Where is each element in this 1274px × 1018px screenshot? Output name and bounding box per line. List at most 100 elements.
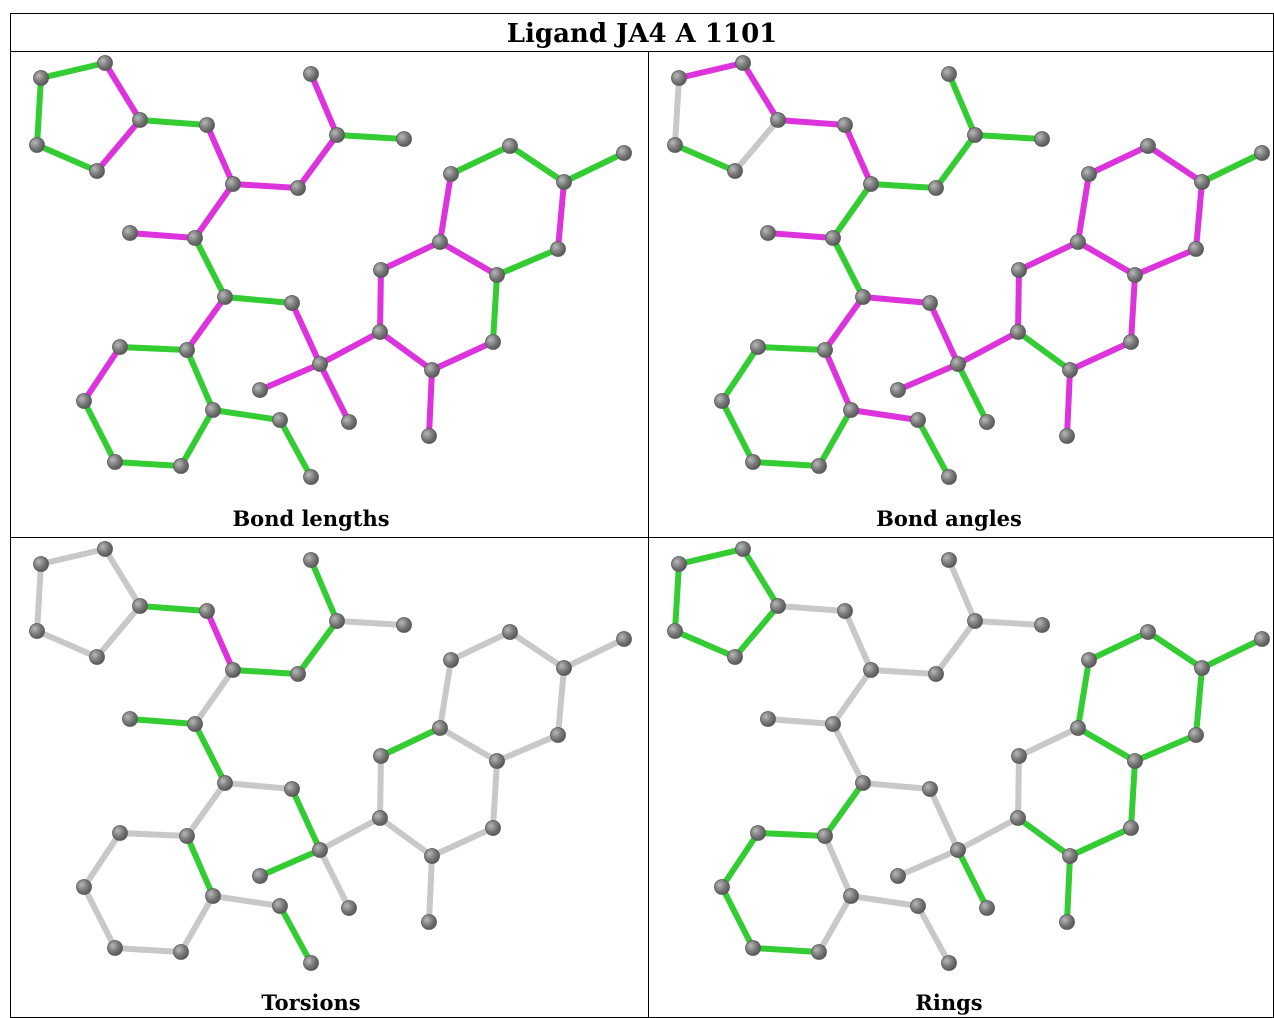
atom xyxy=(1127,267,1143,283)
atom xyxy=(910,898,926,914)
bond xyxy=(555,179,567,252)
bond xyxy=(178,893,216,955)
bond xyxy=(775,603,848,614)
bond xyxy=(816,893,854,955)
atom xyxy=(502,138,518,154)
bond xyxy=(822,347,854,413)
bond xyxy=(822,780,866,839)
bond xyxy=(816,407,854,469)
panel-caption-torsions: Torsions xyxy=(261,990,360,1015)
atom xyxy=(329,127,345,143)
atom xyxy=(837,603,853,619)
bond xyxy=(257,361,323,393)
atom xyxy=(443,652,459,668)
bond xyxy=(204,608,236,673)
atom xyxy=(485,820,501,836)
bond xyxy=(222,294,295,306)
atom xyxy=(825,230,841,246)
panel-caption-rings: Rings xyxy=(915,990,982,1015)
atom xyxy=(89,163,105,179)
atom xyxy=(1059,914,1075,930)
atom xyxy=(863,662,879,678)
atom xyxy=(272,898,288,914)
bond xyxy=(895,361,961,393)
panel-caption-bond-lengths: Bond lengths xyxy=(232,506,389,531)
bond xyxy=(289,786,323,853)
bond xyxy=(137,117,210,128)
atom xyxy=(372,810,388,826)
atom xyxy=(941,552,957,568)
bond xyxy=(210,407,283,423)
bond xyxy=(740,546,781,609)
bond xyxy=(842,608,874,673)
bond xyxy=(672,628,738,660)
atom xyxy=(1140,624,1156,640)
bond xyxy=(1193,179,1205,252)
bond xyxy=(1064,367,1073,439)
atom xyxy=(443,166,459,182)
atom xyxy=(556,660,572,676)
bond xyxy=(192,235,228,300)
bond xyxy=(676,546,746,567)
bond xyxy=(955,815,1021,853)
atom xyxy=(29,623,45,639)
bond xyxy=(955,329,1021,367)
bond xyxy=(765,230,836,241)
bond xyxy=(102,60,143,123)
panel-torsions: Torsions xyxy=(29,541,632,1015)
atom xyxy=(489,267,505,283)
bond xyxy=(750,459,822,469)
atom xyxy=(303,66,319,82)
atom xyxy=(225,176,241,192)
bond xyxy=(437,657,454,731)
atom xyxy=(817,828,833,844)
panel-bond-angles: Bond angles xyxy=(667,55,1270,531)
atom xyxy=(76,393,92,409)
bond xyxy=(334,132,407,142)
atom xyxy=(671,556,687,572)
bond xyxy=(848,407,921,423)
atom xyxy=(922,781,938,797)
bond xyxy=(830,667,874,727)
atom xyxy=(979,414,995,430)
bond xyxy=(377,329,435,373)
atom xyxy=(272,412,288,428)
atom xyxy=(727,649,743,665)
atom xyxy=(735,55,751,71)
panel-bond-lengths: Bond lengths xyxy=(29,55,632,531)
bond xyxy=(334,618,407,628)
bond xyxy=(81,884,118,951)
bond xyxy=(317,847,352,911)
bond xyxy=(830,181,874,241)
atom xyxy=(312,842,328,858)
atom xyxy=(843,402,859,418)
bond xyxy=(848,893,921,909)
bond xyxy=(377,815,435,859)
bond xyxy=(192,181,236,241)
bond xyxy=(719,398,756,465)
bond xyxy=(672,75,682,148)
atom xyxy=(1081,652,1097,668)
bond xyxy=(1067,339,1134,373)
bond xyxy=(719,884,756,951)
atom xyxy=(217,775,233,791)
bond xyxy=(112,945,184,955)
atom xyxy=(550,241,566,257)
atom xyxy=(33,556,49,572)
atom xyxy=(1081,166,1097,182)
bond xyxy=(34,628,100,660)
atom xyxy=(33,70,49,86)
atom xyxy=(341,414,357,430)
bond xyxy=(295,132,340,191)
atom xyxy=(179,342,195,358)
bond xyxy=(672,142,738,174)
bond xyxy=(222,780,295,792)
bond xyxy=(755,344,828,353)
atom xyxy=(863,176,879,192)
bond xyxy=(112,459,184,469)
bond xyxy=(437,725,500,764)
atom xyxy=(303,552,319,568)
panel-caption-bond-angles: Bond angles xyxy=(876,506,1022,531)
atom xyxy=(187,716,203,732)
bond xyxy=(192,721,228,786)
